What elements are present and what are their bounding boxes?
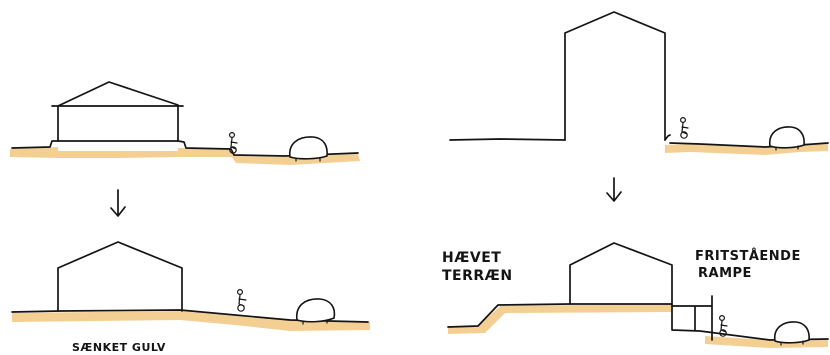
house-top-left [51,81,184,142]
down-arrow-icon [606,177,622,202]
section-bottom-left-after: SÆNKET GULV [11,241,370,354]
wheelchair-user-icon [718,315,728,337]
label-raised-terrain-line2: TERRÆN [442,268,513,284]
ground-line-top-left [11,140,359,157]
section-top-right-before [449,11,829,155]
car-icon [768,126,805,151]
label-lowered-floor: SÆNKET GULV [72,341,166,354]
house-bottom-left [57,241,183,312]
car-icon [295,298,336,325]
ground-band-bottom-left [12,311,370,331]
section-top-left-before [10,81,360,165]
down-arrow-icon [110,189,126,217]
car-icon [288,136,328,162]
building-top-right [564,11,666,141]
label-ramp-line2: RAMPE [698,266,752,281]
section-bottom-right-after: HÆVET TERRÆN FRITSTÅENDE RAMPE [442,242,829,348]
wheelchair-user-icon [237,289,247,312]
ground-band-bottom-right [448,304,672,334]
house-bottom-right [569,242,673,305]
label-ramp-line1: FRITSTÅENDE [695,248,801,264]
car-icon [773,321,810,346]
label-raised-terrain-line1: HÆVET [442,250,501,266]
ground-line-top-right [449,134,829,148]
ground-band-ramp [705,336,828,348]
wheelchair-user-icon [229,132,238,154]
ramp-bottom-right [671,295,713,341]
ground-band-top-left [10,147,360,165]
wheelchair-user-icon [679,116,689,139]
